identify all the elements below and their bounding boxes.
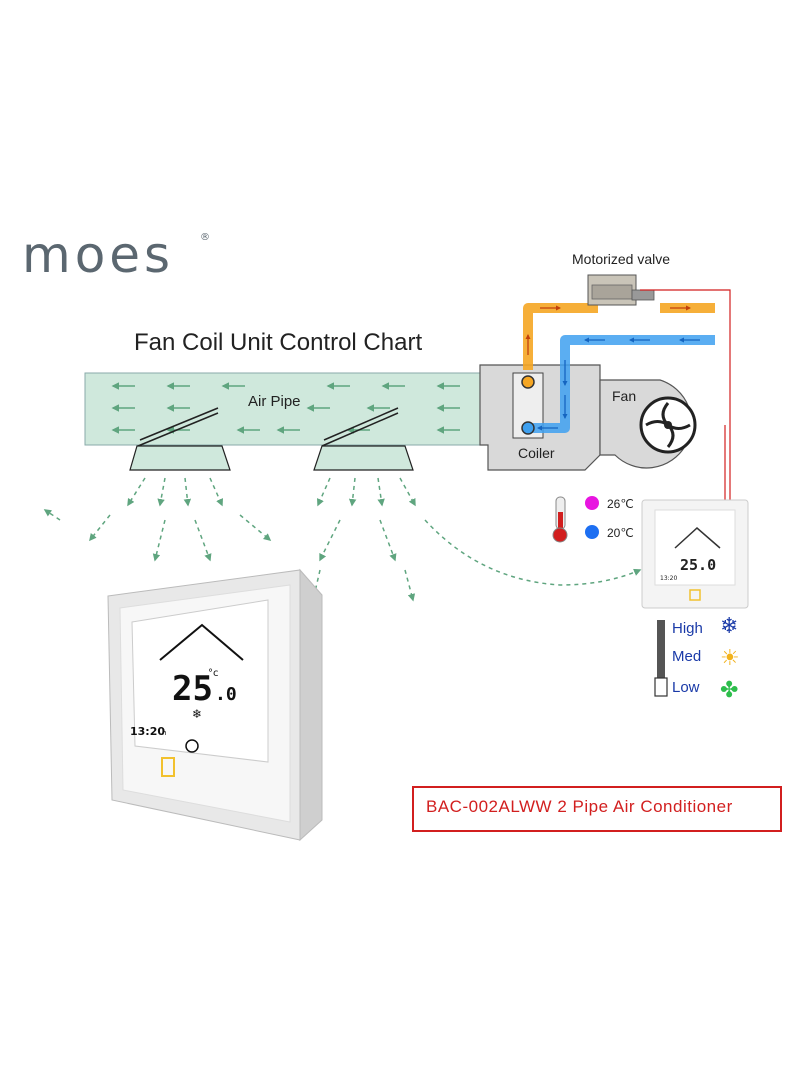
model-label: BAC-002ALWW 2 Pipe Air Conditioner <box>426 797 733 816</box>
model-label-box <box>412 786 782 832</box>
motorized-valve <box>587 274 655 306</box>
page-title: Fan Coil Unit Control Chart <box>134 329 423 356</box>
duct-airflow-arrows <box>111 382 460 434</box>
hot-temp-label: 26℃ <box>607 497 634 511</box>
diffuser-left <box>129 445 231 471</box>
cold-flow-arrows <box>536 337 700 431</box>
fan-label: Fan <box>612 388 637 404</box>
trademark-symbol: ® <box>200 232 210 243</box>
sun-icon: ☀ <box>720 646 740 671</box>
speed-selector <box>654 620 668 697</box>
cold-dot <box>585 525 599 539</box>
small-thermostat: 25.0 13:20 <box>641 499 749 609</box>
svg-text:.0: .0 <box>215 684 237 705</box>
cold-temp-label: 20℃ <box>607 526 634 540</box>
coiler-label: Coiler <box>518 445 555 461</box>
air-duct <box>84 372 491 446</box>
snowflake-icon: ❄ <box>720 614 738 639</box>
speed-med-label: Med <box>672 648 702 665</box>
diffuser-right <box>313 445 414 471</box>
speed-low-label: Low <box>672 679 700 696</box>
hot-flow-arrows <box>525 305 692 355</box>
svg-text:25: 25 <box>172 669 213 709</box>
motorized-valve-label: Motorized valve <box>572 251 671 267</box>
fan-mode-icon: ✤ <box>720 678 738 703</box>
damper-right <box>321 407 399 447</box>
hot-pipe-port <box>521 375 535 389</box>
svg-text:°c: °c <box>208 668 219 679</box>
svg-text:13:20: 13:20 <box>130 725 165 738</box>
svg-text:h: h <box>162 729 166 737</box>
damper-left <box>137 407 219 447</box>
outgoing-airflow-arrows <box>43 477 642 607</box>
speed-high-label: High <box>672 620 703 637</box>
svg-text:13:20: 13:20 <box>660 575 677 582</box>
svg-text:❄: ❄ <box>192 707 202 721</box>
svg-text:25.0: 25.0 <box>680 556 716 574</box>
thermometer-icon <box>552 496 568 543</box>
large-thermostat: 25 .0 °c 13:20 h ❄ <box>107 568 323 842</box>
air-pipe-label: Air Pipe <box>248 393 301 410</box>
hot-dot <box>585 496 599 510</box>
cold-pipe-port <box>521 421 535 435</box>
moes-logo: moes <box>22 226 175 284</box>
control-wires <box>640 289 731 500</box>
